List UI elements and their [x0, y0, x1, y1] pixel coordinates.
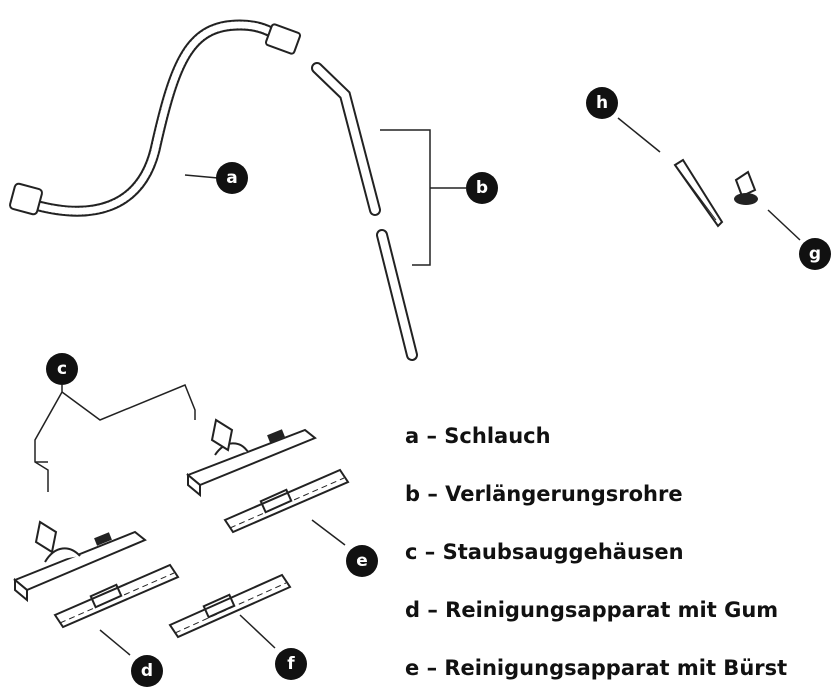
legend-key: e — [405, 656, 420, 680]
callout-c: c — [46, 353, 78, 385]
legend-text: – Staubsauggehäusen — [424, 540, 684, 564]
legend-key: b — [405, 482, 421, 506]
legend-text: – Reinigungsapparat mit Gum — [427, 598, 779, 622]
legend-item-e: e – Reinigungsapparat mit Bürst — [405, 656, 787, 680]
floor-nozzles-drawing — [13, 384, 317, 603]
rubber-insert-drawing — [99, 573, 292, 656]
legend-key: a — [405, 424, 420, 448]
callout-d: d — [131, 655, 163, 687]
legend-text: – Verlängerungsrohre — [427, 482, 683, 506]
legend-key: d — [405, 598, 421, 622]
callout-f: f — [275, 648, 307, 680]
callout-e: e — [346, 545, 378, 577]
legend-item-a: a – Schlauch — [405, 424, 551, 448]
brush-insert-drawing — [53, 468, 350, 629]
callout-h: h — [586, 87, 618, 119]
hose-drawing — [9, 19, 302, 217]
callout-g: g — [799, 238, 831, 270]
legend-text: – Reinigungsapparat mit Bürst — [426, 656, 788, 680]
callout-b: b — [466, 172, 498, 204]
extension-tubes-drawing — [311, 62, 466, 361]
legend-key: c — [405, 540, 418, 564]
legend-text: – Schlauch — [426, 424, 551, 448]
legend-item-d: d – Reinigungsapparat mit Gum — [405, 598, 778, 622]
callout-a: a — [216, 162, 248, 194]
round-nozzle-drawing — [734, 170, 801, 241]
crevice-tool-drawing — [617, 117, 724, 228]
legend-item-b: b – Verlängerungsrohre — [405, 482, 683, 506]
legend-item-c: c – Staubsauggehäusen — [405, 540, 684, 564]
